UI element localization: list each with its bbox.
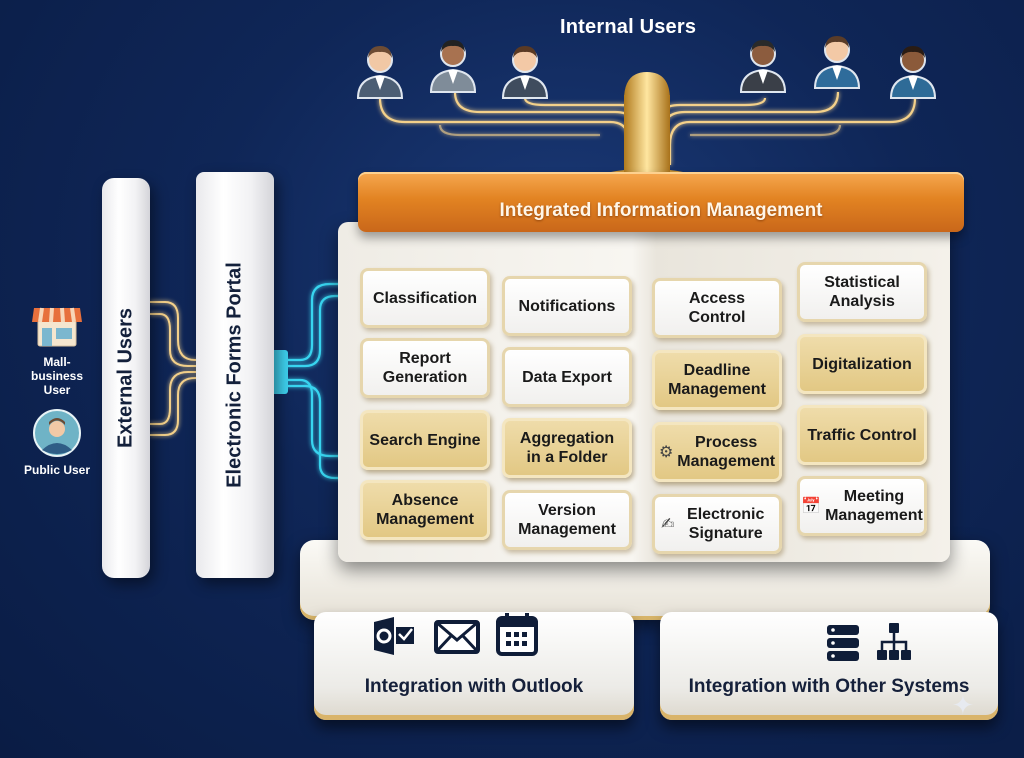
user-icon — [813, 36, 861, 89]
central-pipe — [599, 72, 695, 187]
module-tile-data-export[interactable]: Data Export — [502, 347, 632, 407]
portal-wires — [285, 282, 345, 480]
module-label: Meeting Management — [825, 488, 923, 524]
module-label: Notifications — [518, 297, 616, 315]
integration-other-systems[interactable]: Integration with Other Systems — [660, 612, 998, 720]
module-label: Traffic Control — [807, 426, 917, 444]
internal-wires — [378, 91, 917, 165]
module-tile-digitalization[interactable]: Digitalization — [797, 334, 927, 394]
module-tile-absence-management[interactable]: Absence Management — [360, 480, 490, 540]
user-icon — [889, 46, 937, 99]
signature-icon: ✍ — [661, 515, 675, 533]
module-tile-version-management[interactable]: Version Management — [502, 490, 632, 550]
module-label: Data Export — [522, 368, 612, 386]
workflow-icon: ⚙ — [658, 443, 674, 461]
mail-icon — [434, 620, 480, 659]
module-label: Electronic Signature — [687, 506, 765, 542]
internal-user-avatar[interactable] — [355, 38, 405, 100]
external-user-public[interactable]: Public User — [22, 408, 92, 477]
user-icon — [501, 46, 549, 99]
module-tile-deadline-management[interactable]: Deadline Management — [652, 350, 782, 410]
module-label: Classification — [372, 289, 478, 307]
module-tile-classification[interactable]: Classification — [360, 268, 490, 328]
core-title: Integrated Information Management — [499, 200, 823, 221]
user-icon — [429, 40, 477, 93]
external-user-label: Public User — [23, 463, 91, 477]
internal-user-avatar[interactable] — [428, 32, 478, 94]
internal-user-avatar[interactable] — [888, 38, 938, 100]
module-label: Deadline Management — [668, 362, 766, 398]
calendar-icon: 📅 — [801, 497, 822, 515]
server-icon — [826, 624, 860, 667]
module-label: Search Engine — [369, 431, 481, 449]
storefront-icon — [32, 307, 82, 347]
module-tile-electronic-signature[interactable]: ✍ Electronic Signature — [652, 494, 782, 554]
module-label: Digitalization — [812, 355, 912, 373]
external-users-pillar[interactable]: External Users — [102, 178, 150, 578]
module-tile-access-control[interactable]: Access Control — [652, 278, 782, 338]
integration-other-systems-label: Integration with Other Systems — [688, 676, 970, 697]
module-tile-aggregation-in-a-folder[interactable]: Aggregation in a Folder — [502, 418, 632, 478]
module-tile-search-engine[interactable]: Search Engine — [360, 410, 490, 470]
user-icon — [33, 409, 81, 457]
sparkle-icon: ✦ — [952, 690, 974, 720]
internal-user-avatar[interactable] — [738, 32, 788, 94]
user-icon — [356, 46, 404, 99]
internal-user-avatar[interactable] — [812, 28, 862, 90]
module-label: Version Management — [518, 502, 616, 538]
module-tile-notifications[interactable]: Notifications — [502, 276, 632, 336]
internal-user-avatar[interactable] — [500, 38, 550, 100]
module-label: Access Control — [688, 290, 746, 326]
module-label: Absence Management — [376, 492, 474, 528]
module-label: Report Generation — [382, 350, 468, 386]
module-tile-meeting-management[interactable]: 📅Meeting Management — [797, 476, 927, 536]
calendar-icon — [496, 612, 538, 661]
user-icon — [739, 40, 787, 93]
module-tile-statistical-analysis[interactable]: Statistical Analysis — [797, 262, 927, 322]
hierarchy-icon — [876, 622, 912, 667]
internal-users-title: Internal Users — [560, 16, 697, 38]
core-roof: Integrated Information Management — [358, 172, 964, 232]
external-user-label: Mall-business User — [30, 355, 84, 397]
integration-outlook-label: Integration with Outlook — [364, 676, 584, 697]
electronic-forms-portal-pillar[interactable]: Electronic Forms Portal — [196, 172, 274, 578]
electronic-forms-portal-label: Electronic Forms Portal — [223, 262, 246, 488]
module-tile-report-generation[interactable]: Report Generation — [360, 338, 490, 398]
external-users-pillar-label: External Users — [114, 307, 137, 449]
module-label: Statistical Analysis — [824, 274, 900, 310]
module-label: Aggregation in a Folder — [519, 430, 615, 466]
module-label: Process Management — [677, 434, 776, 470]
module-tile-traffic-control[interactable]: Traffic Control — [797, 405, 927, 465]
external-user-mall-business[interactable]: Mall-business User — [22, 300, 92, 397]
outlook-icon — [372, 616, 416, 661]
integration-outlook[interactable]: Integration with Outlook — [314, 612, 634, 720]
module-tile-process-management[interactable]: ⚙Process Management — [652, 422, 782, 482]
